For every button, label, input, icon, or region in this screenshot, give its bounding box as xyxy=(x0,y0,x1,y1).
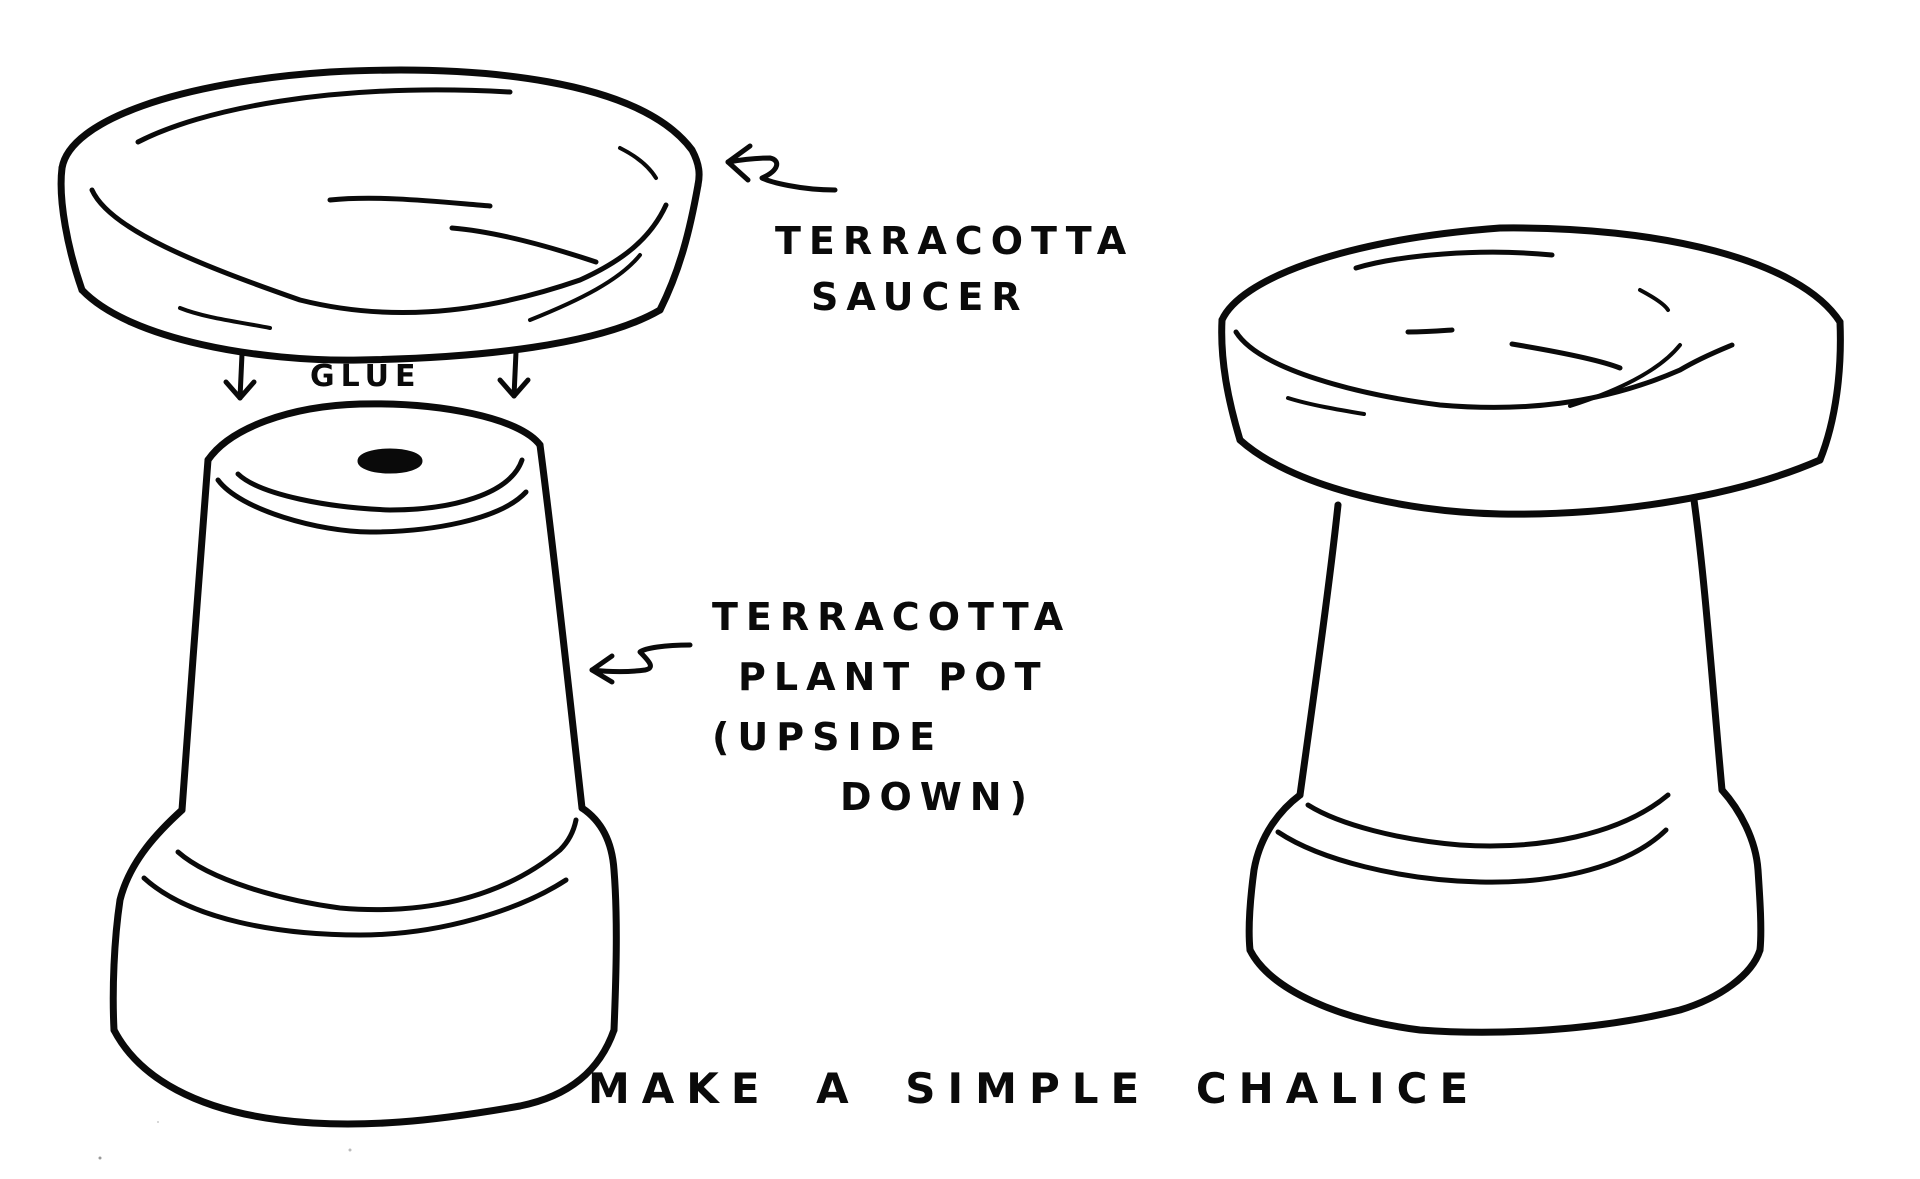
paper-specks xyxy=(98,1121,352,1160)
down-arrow-icon xyxy=(497,349,531,399)
plant-pot-label-line1: TERRACOTTA xyxy=(712,595,1072,639)
saucer-label-line1: TERRACOTTA xyxy=(775,219,1135,263)
plant-pot-label-line4: DOWN) xyxy=(840,775,1035,819)
assembled-chalice-illustration xyxy=(1218,224,1844,1036)
saucer-illustration xyxy=(57,66,703,364)
plant-pot-illustration xyxy=(109,400,620,1128)
plant-pot-label-line3: (UPSIDE xyxy=(712,715,944,759)
plant-pot-label: TERRACOTTA PLANT POT (UPSIDE DOWN) xyxy=(712,598,1071,816)
saucer-label-line2: SAUCER xyxy=(811,275,1029,319)
diagram-caption: MAKE A SIMPLE CHALICE xyxy=(588,1064,1481,1113)
curly-left-arrow-icon xyxy=(589,642,693,685)
plant-pot-label-line2: PLANT POT xyxy=(738,655,1049,699)
saucer-label: TERRACOTTA SAUCER xyxy=(775,222,1134,316)
curly-left-arrow-icon xyxy=(725,143,838,193)
down-arrow-icon xyxy=(223,351,257,401)
glue-label: GLUE xyxy=(310,359,422,394)
